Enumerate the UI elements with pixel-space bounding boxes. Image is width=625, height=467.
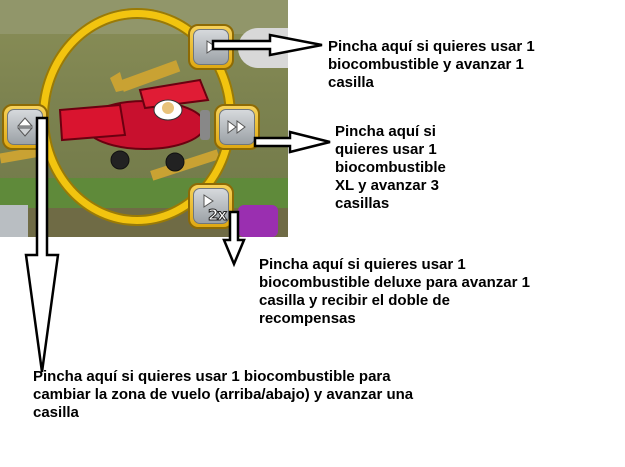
play-icon <box>206 40 217 54</box>
note-xl-advance: Pincha aquí si quieres usar 1 biocombust… <box>335 123 446 212</box>
xl-advance-button[interactable] <box>214 104 260 150</box>
note-single-advance: Pincha aquí si quieres usar 1 biocombust… <box>328 38 535 91</box>
arrow-single-advance <box>211 33 323 57</box>
note-deluxe-advance: Pincha aquí si quieres usar 1 biocombust… <box>259 256 530 327</box>
arrow-zone-change <box>24 116 60 373</box>
red-plane-icon <box>58 72 210 172</box>
tower-left <box>0 205 28 237</box>
up-down-icon <box>16 117 34 137</box>
fast-forward-icon <box>227 120 246 134</box>
deluxe-advance-button[interactable]: 2x <box>188 183 234 229</box>
play-2x-icon <box>203 194 214 208</box>
arrow-xl-advance <box>253 130 331 154</box>
purple-vehicle <box>238 205 278 237</box>
note-zone-change: Pincha aquí si quieres usar 1 biocombust… <box>33 368 414 421</box>
double-reward-badge: 2x <box>207 206 227 225</box>
arrow-deluxe-advance <box>222 210 246 268</box>
